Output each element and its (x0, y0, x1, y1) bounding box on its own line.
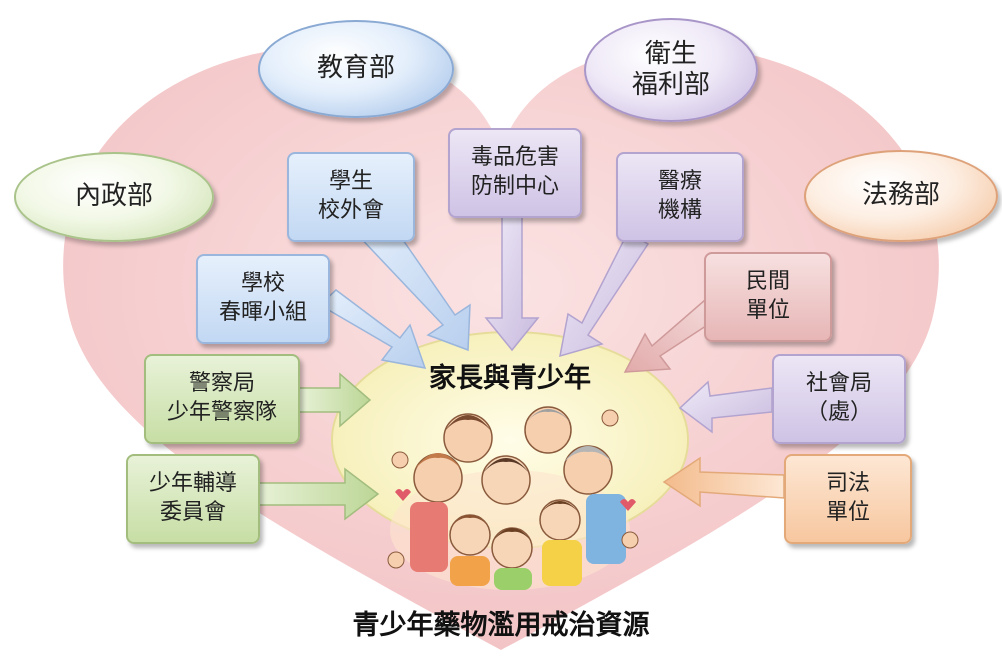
box-civil-line2: 單位 (745, 298, 790, 323)
arrow-medical (559, 230, 650, 358)
ministry-education-oval: 教育部 (258, 20, 454, 118)
box-drug-center-line1: 毒品危害 (470, 145, 559, 171)
box-civil-line1: 民間 (745, 269, 790, 295)
ministry-justice-oval: 法務部 (804, 150, 998, 242)
box-social-line1: 社會局 (805, 371, 872, 397)
family-group-illustration (387, 406, 639, 590)
box-school-group: 學校 春暉小組 (196, 254, 330, 344)
ministry-interior-label: 內政部 (74, 181, 153, 212)
box-social-line2: （處） (805, 400, 872, 425)
box-youth-counsel-line1: 少年輔導 (148, 471, 237, 497)
box-civil: 民間 單位 (704, 252, 832, 342)
box-school-group-line1: 學校 (240, 271, 285, 297)
box-police-line1: 警察局 (188, 371, 255, 397)
ministry-health-oval: 衛生 福利部 (584, 18, 758, 122)
box-student-offcampus-line1: 學生 (328, 169, 373, 195)
arrow-police (297, 372, 372, 428)
box-police-line2: 少年警察隊 (166, 400, 277, 425)
arrow-judicial (662, 456, 785, 508)
arrow-social (678, 380, 773, 434)
box-student-offcampus-line2: 校外會 (317, 198, 384, 223)
box-medical: 醫療 機構 (616, 152, 744, 242)
ministry-education-label: 教育部 (316, 53, 395, 84)
box-judicial-line2: 單位 (825, 500, 870, 525)
box-youth-counsel: 少年輔導 委員會 (126, 454, 260, 544)
box-drug-center-line2: 防制中心 (470, 174, 559, 199)
arrow-school-group (318, 289, 427, 369)
arrow-drug-center (484, 214, 540, 352)
box-medical-line1: 醫療 (657, 169, 702, 195)
center-label: 家長與青少年 (429, 363, 591, 394)
ministry-health-label-2: 福利部 (631, 70, 710, 100)
box-youth-counsel-line2: 委員會 (159, 500, 226, 525)
box-student-offcampus: 學生 校外會 (287, 152, 415, 242)
ministry-health-label-1: 衛生 (644, 38, 697, 69)
diagram-title: 青少年藥物濫用戒治資源 (352, 610, 650, 641)
box-judicial: 司法 單位 (784, 454, 912, 544)
box-drug-center: 毒品危害 防制中心 (448, 128, 582, 218)
ministry-justice-label: 法務部 (861, 180, 940, 211)
box-social: 社會局 （處） (772, 354, 906, 444)
box-medical-line2: 機構 (657, 198, 702, 223)
box-police: 警察局 少年警察隊 (144, 354, 300, 444)
arrow-youth-counsel (254, 467, 380, 521)
box-judicial-line1: 司法 (825, 471, 870, 497)
ministry-interior-oval: 內政部 (14, 152, 214, 242)
box-school-group-line2: 春暉小組 (218, 300, 307, 325)
